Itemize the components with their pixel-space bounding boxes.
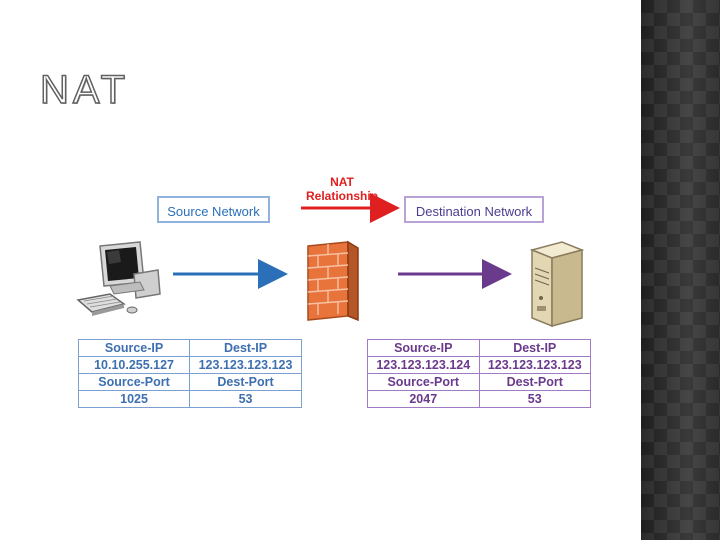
- table-cell: 10.10.255.127: [77, 356, 191, 374]
- slide-title: NAT: [39, 68, 130, 112]
- table-cell: Dest-IP: [189, 339, 302, 357]
- table-cell: 1025: [77, 390, 191, 408]
- table-cell: Source-IP: [367, 339, 480, 357]
- table-cell: 2047: [367, 390, 480, 408]
- table-cell: 123.123.123.123: [478, 356, 591, 374]
- table-cell: 123.123.123.123: [189, 356, 302, 374]
- source-network-label: Source Network: [157, 196, 270, 223]
- table-row: Source-Port Dest-Port: [77, 373, 302, 391]
- table-cell: Dest-IP: [478, 339, 591, 357]
- nat-relationship-label: NAT Relationship: [294, 175, 390, 203]
- firewall-icon: [307, 240, 359, 322]
- table-row: 123.123.123.124 123.123.123.123: [367, 356, 591, 374]
- table-row: 2047 53: [367, 390, 591, 408]
- table-cell: Dest-Port: [189, 373, 302, 391]
- table-row: 10.10.255.127 123.123.123.123: [77, 356, 302, 374]
- table-cell: 53: [478, 390, 591, 408]
- table-row: Source-IP Dest-IP: [77, 339, 302, 357]
- table-cell: Source-Port: [77, 373, 191, 391]
- table-cell: Source-IP: [77, 339, 191, 357]
- server-icon: [529, 241, 585, 328]
- decorative-side-panel: [641, 0, 720, 540]
- table-row: Source-Port Dest-Port: [367, 373, 591, 391]
- source-packet-table: Source-IP Dest-IP 10.10.255.127 123.123.…: [77, 339, 302, 408]
- table-cell: Source-Port: [367, 373, 480, 391]
- destination-network-label: Destination Network: [404, 196, 544, 223]
- table-row: Source-IP Dest-IP: [367, 339, 591, 357]
- nat-label-line-2: Relationship: [305, 189, 378, 203]
- table-cell: 53: [189, 390, 302, 408]
- computer-icon: [76, 241, 161, 316]
- nat-label-line-1: NAT: [330, 175, 354, 189]
- table-cell: Dest-Port: [478, 373, 591, 391]
- table-cell: 123.123.123.124: [367, 356, 480, 374]
- table-row: 1025 53: [77, 390, 302, 408]
- destination-packet-table: Source-IP Dest-IP 123.123.123.124 123.12…: [367, 339, 591, 408]
